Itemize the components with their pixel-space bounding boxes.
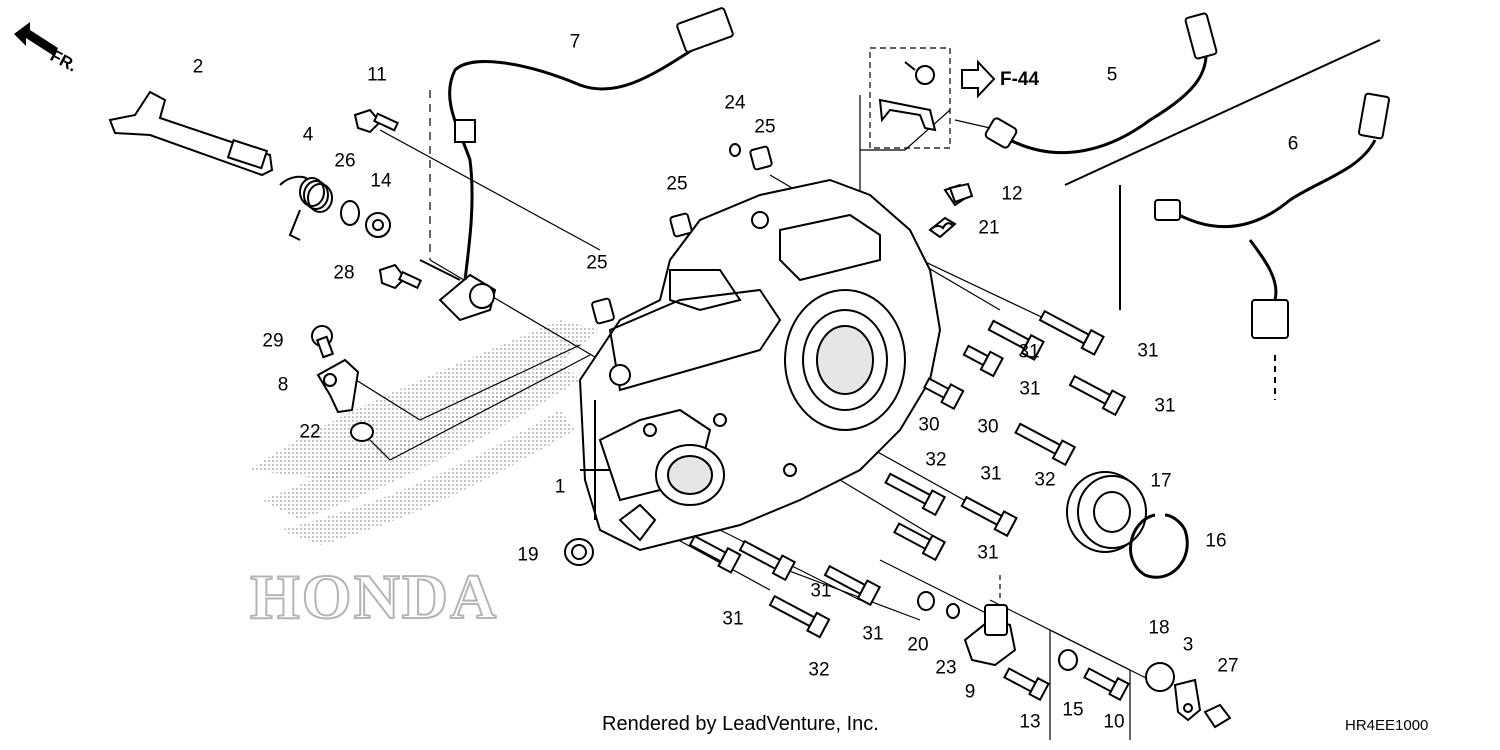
callout-label: 29: [262, 330, 284, 352]
callout-label: 31: [810, 580, 832, 602]
callout-label: 31: [1018, 341, 1040, 363]
shift-shaft: [108, 90, 274, 177]
reference-arrow-icon: [961, 59, 996, 99]
callout-label: 12: [1001, 183, 1023, 205]
callout-label: 32: [1034, 469, 1056, 491]
dowel-pins: [591, 145, 773, 325]
callout-label: 31: [977, 542, 999, 564]
bearing-and-circlip: [1066, 471, 1189, 579]
callout-label: 32: [925, 449, 947, 471]
callout-label: 2: [192, 56, 204, 78]
divider-lines: [1064, 39, 1381, 400]
reference-label: F-44: [1000, 69, 1040, 90]
callout-label: 23: [935, 657, 957, 679]
callout-label: 28: [333, 262, 355, 284]
callout-label: 31: [1137, 340, 1159, 362]
speed-sensor: [316, 358, 360, 414]
gear-position-sensor: [419, 7, 734, 322]
return-spring: [279, 175, 333, 241]
callout-label: 30: [918, 414, 940, 436]
front-arrow-icon: [14, 22, 58, 56]
callout-label: 14: [370, 170, 392, 192]
callout-label: 17: [1150, 470, 1172, 492]
diagram-code: HR4EE1000: [1345, 717, 1429, 734]
callout-label: 21: [978, 217, 1000, 239]
callout-label: 3: [1182, 634, 1194, 656]
callout-label: 4: [302, 124, 314, 146]
inset-box: [869, 47, 951, 149]
callout-label: 31: [1154, 395, 1176, 417]
callout-label: 25: [586, 252, 608, 274]
callout-label: 24: [724, 92, 746, 114]
honda-wing-watermark: [250, 320, 600, 545]
callout-label: 22: [299, 421, 321, 443]
callout-label: 10: [1103, 711, 1125, 733]
callout-label: 30: [977, 416, 999, 438]
callout-label: 5: [1106, 64, 1118, 86]
callout-label: 31: [980, 463, 1002, 485]
callout-label: 13: [1019, 711, 1041, 733]
callout-label: 32: [808, 659, 830, 681]
callout-label: 31: [1019, 378, 1041, 400]
callout-label: 18: [1148, 617, 1170, 639]
callout-label: 25: [754, 116, 776, 138]
sensor-9: [963, 604, 1017, 667]
callout-label: 16: [1205, 530, 1227, 552]
callout-label: 6: [1287, 133, 1299, 155]
callout-label: 27: [1217, 655, 1239, 677]
callout-label: 15: [1062, 699, 1084, 721]
flange-bolts: [688, 309, 1130, 702]
crankcase-cover: [578, 178, 942, 552]
watermark-text: HONDA: [249, 561, 499, 632]
callout-label: 8: [277, 374, 289, 396]
wire-harness-5: [984, 12, 1218, 155]
callout-label: 25: [666, 173, 688, 195]
footer-credit: Rendered by LeadVenture, Inc.: [602, 713, 879, 735]
washers: [340, 143, 1175, 692]
callout-label: 31: [862, 623, 884, 645]
spring-and-cap: [929, 182, 974, 231]
callout-label: 7: [569, 31, 581, 53]
wire-harness-6: [1154, 92, 1390, 339]
stay-bracket: [878, 61, 937, 132]
callout-label: 11: [367, 64, 387, 86]
callout-label: 1: [554, 476, 566, 498]
callout-label: 19: [517, 544, 539, 566]
plate-3: [1173, 678, 1202, 722]
callout-label: 9: [964, 681, 976, 703]
callout-label: 31: [722, 608, 744, 630]
callout-label: 26: [334, 150, 356, 172]
callout-label: 20: [907, 634, 929, 656]
